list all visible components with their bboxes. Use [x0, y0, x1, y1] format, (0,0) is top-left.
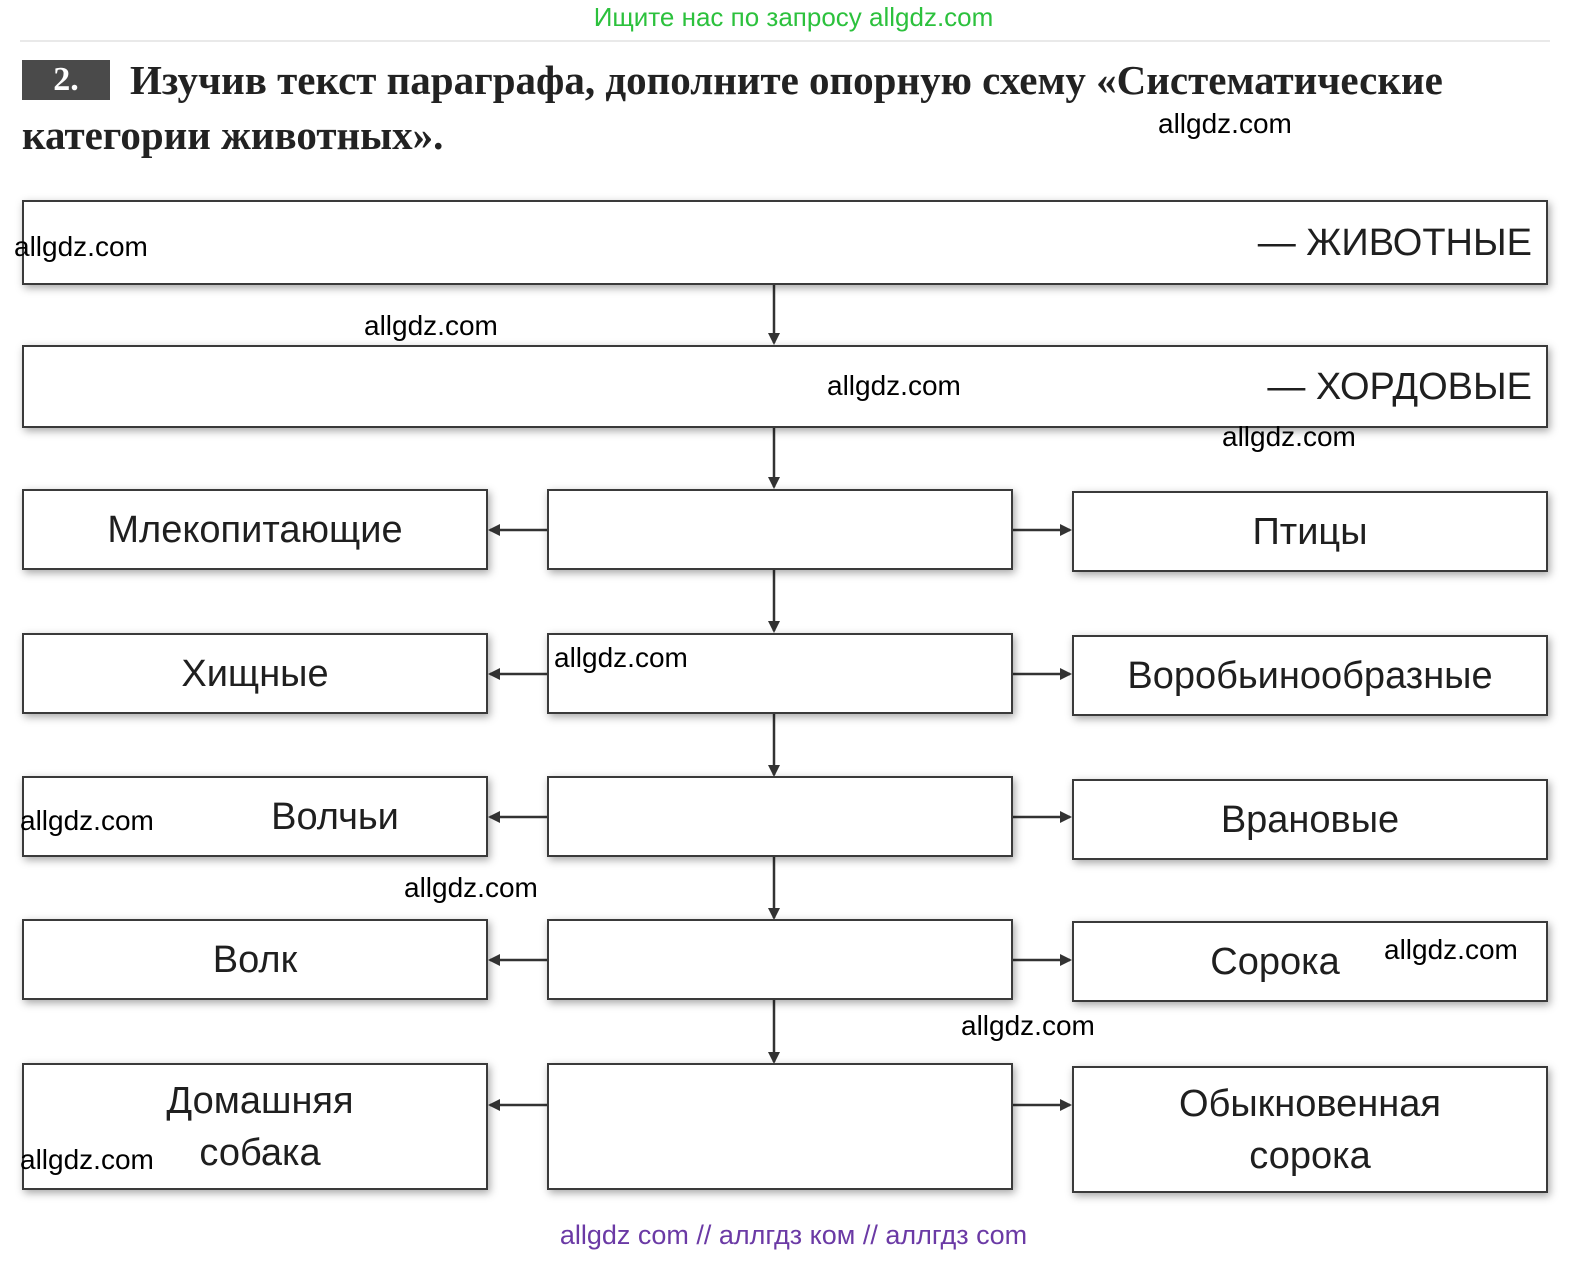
box-order-passeriformes: Воробьинообразные	[1072, 635, 1548, 716]
divider	[20, 40, 1550, 42]
task-number: 2.	[22, 60, 110, 100]
watermark: allgdz.com	[364, 310, 498, 341]
watermark: allgdz.com	[1158, 108, 1292, 139]
label-family-corvidae: Врановые	[1220, 798, 1400, 841]
box-family-canidae: Волчьи	[22, 776, 488, 857]
box-class-center	[547, 489, 1013, 570]
watermark: allgdz.com	[20, 1144, 154, 1175]
label-species-dog: Домашняя собака	[166, 1079, 354, 1174]
watermark: allgdz.com	[827, 370, 961, 401]
box-class-birds: Птицы	[1072, 491, 1548, 572]
box-species-magpie: Обыкновенная сорока	[1072, 1066, 1548, 1193]
box-chordates: — ХОРДОВЫЕ	[22, 345, 1548, 428]
site-banner: Ищите нас по запросу allgdz.com	[593, 2, 994, 32]
label-chordates: — ХОРДОВЫЕ	[1267, 365, 1532, 408]
watermark: allgdz.com	[554, 642, 688, 673]
box-species-center	[547, 1063, 1013, 1190]
box-family-center	[547, 776, 1013, 857]
watermark: allgdz.com	[1384, 934, 1518, 965]
label-class-birds: Птицы	[1252, 510, 1368, 553]
label-species-magpie: Обыкновенная сорока	[1179, 1082, 1441, 1177]
label-genus-magpie: Сорока	[1210, 940, 1340, 983]
label-family-canidae: Волчьи	[271, 795, 399, 838]
watermark: allgdz.com	[404, 872, 538, 903]
footer-watermark: allgdz com // аллгдз ком // аллгдз com	[559, 1220, 1028, 1250]
label-class-mammals: Млекопитающие	[107, 508, 403, 551]
box-order-center	[547, 633, 1013, 714]
box-order-carnivora: Хищные	[22, 633, 488, 714]
watermark: allgdz.com	[14, 231, 148, 262]
box-animals: — ЖИВОТНЫЕ	[22, 200, 1548, 285]
box-genus-magpie: Сорока	[1072, 921, 1548, 1002]
label-animals: — ЖИВОТНЫЕ	[1257, 221, 1532, 264]
label-order-passeriformes: Воробьинообразные	[1127, 654, 1493, 697]
watermark: allgdz.com	[961, 1010, 1095, 1041]
watermark: allgdz.com	[1222, 421, 1356, 452]
watermark: allgdz.com	[20, 805, 154, 836]
label-genus-wolf: Волк	[212, 938, 298, 981]
box-species-dog: Домашняя собака	[22, 1063, 488, 1190]
box-genus-wolf: Волк	[22, 919, 488, 1000]
box-family-corvidae: Врановые	[1072, 779, 1548, 860]
box-genus-center	[547, 919, 1013, 1000]
label-order-carnivora: Хищные	[181, 652, 329, 695]
task-instruction: Изучив текст параграфа, дополните опорну…	[22, 57, 1443, 158]
box-class-mammals: Млекопитающие	[22, 489, 488, 570]
